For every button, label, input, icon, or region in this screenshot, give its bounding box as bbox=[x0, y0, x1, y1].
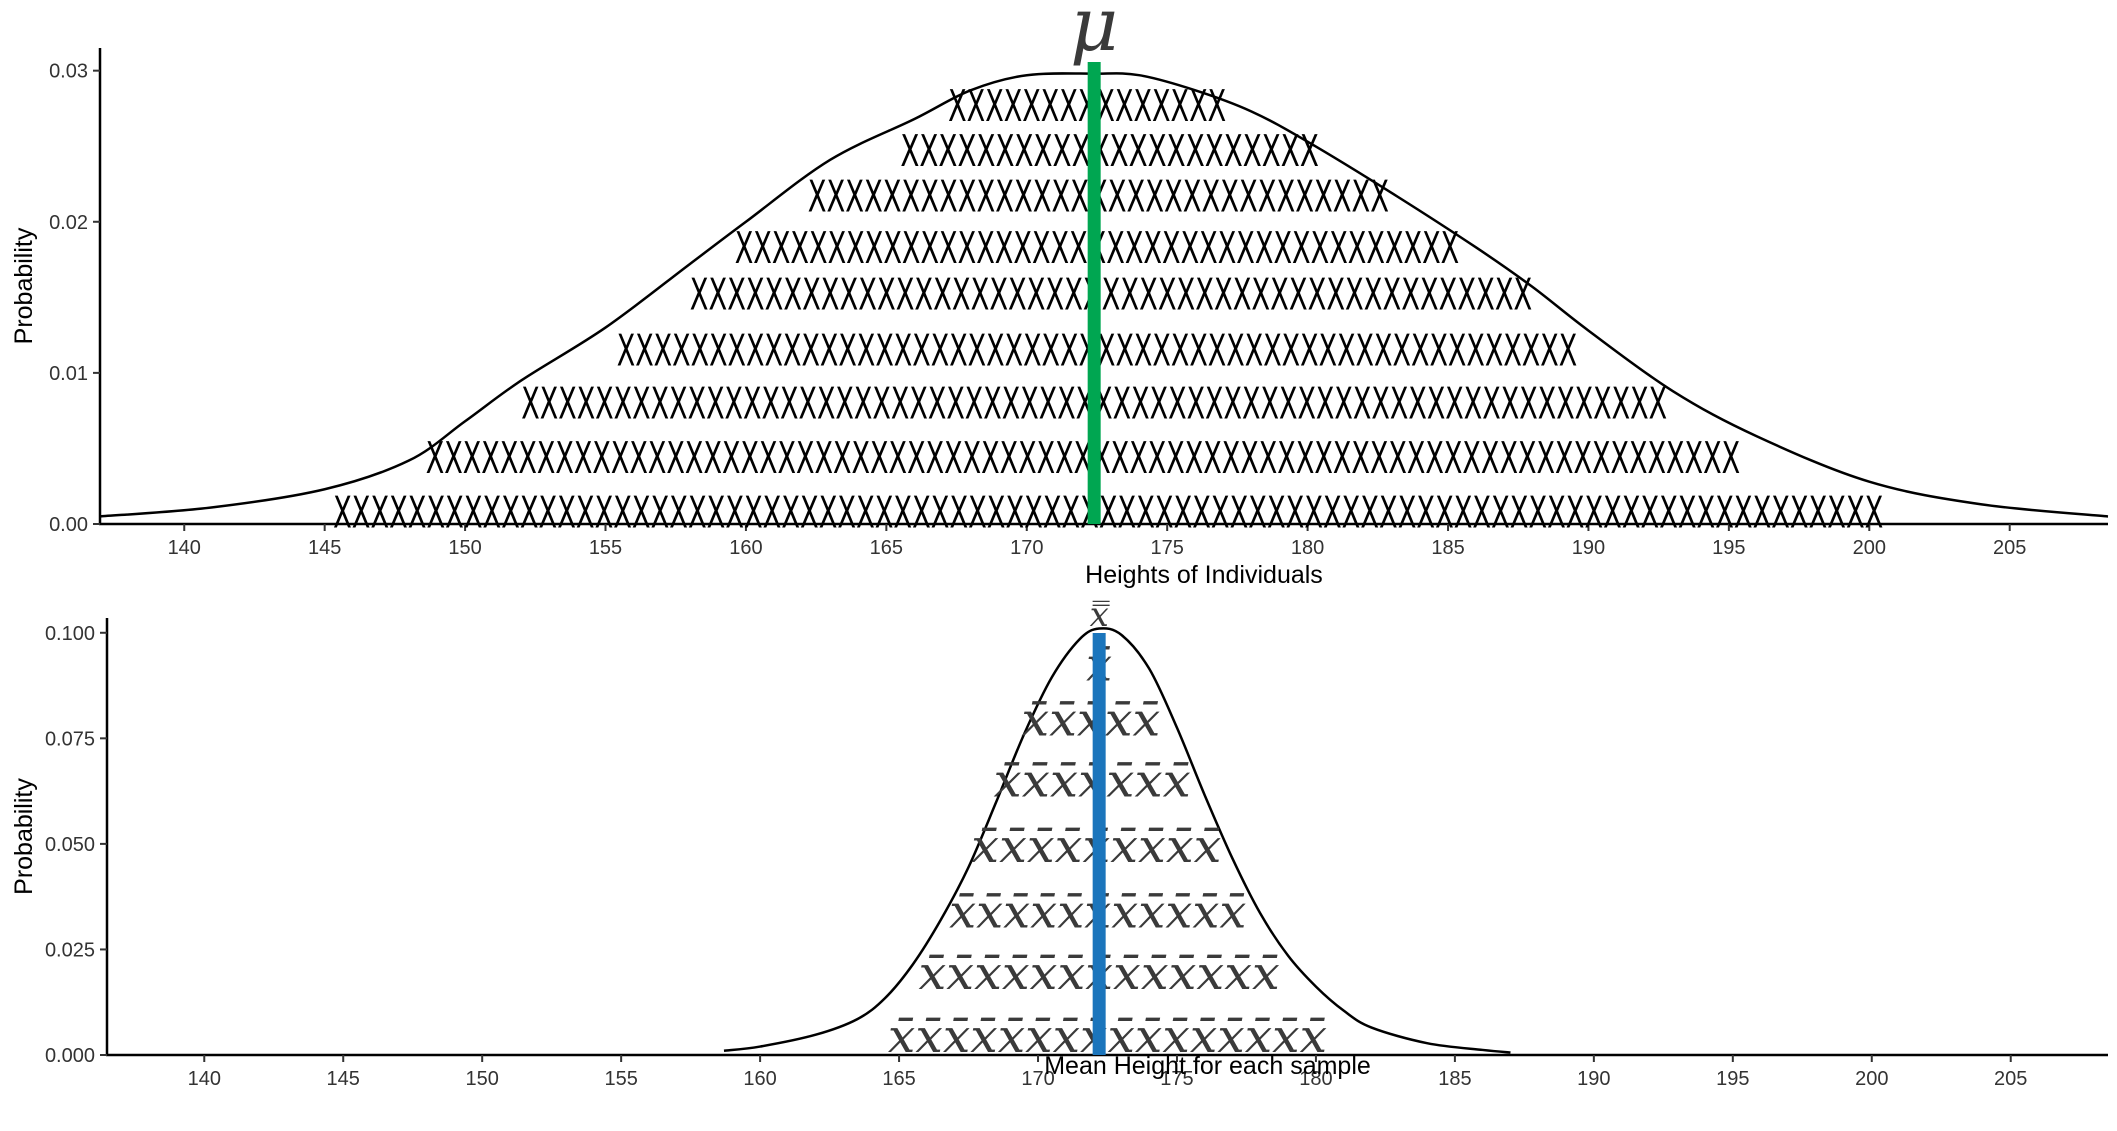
x-tick-label: 205 bbox=[1994, 1068, 2027, 1090]
y-axis-title: Probability bbox=[10, 778, 38, 895]
x-tick-label: 150 bbox=[448, 537, 481, 559]
x-tick-label: 200 bbox=[1853, 537, 1886, 559]
x-tick-label: 190 bbox=[1577, 1068, 1610, 1090]
x-tick-label: 155 bbox=[604, 1068, 637, 1090]
marker-row: XXXXXXXXXXXXXXXXXXXXXX bbox=[900, 126, 1318, 177]
y-tick-label: 0.03 bbox=[49, 61, 88, 83]
x-tick-label: 180 bbox=[1291, 537, 1324, 559]
x-tick-label: 195 bbox=[1716, 1068, 1749, 1090]
x-tick-label: 200 bbox=[1855, 1068, 1888, 1090]
y-axis-title: Probability bbox=[10, 227, 38, 344]
x-tick-label: 175 bbox=[1151, 537, 1184, 559]
x-tick-label: 170 bbox=[1010, 537, 1043, 559]
x-tick-label: 140 bbox=[168, 537, 201, 559]
x-tick-label: 160 bbox=[743, 1068, 776, 1090]
marker-row: XXXXXXXXXXXXXXXXXXXXXXXXXXXXXXXXXXXXXXXX… bbox=[690, 270, 1533, 321]
x-tick-label: 195 bbox=[1712, 537, 1745, 559]
y-tick-label: 0.025 bbox=[45, 939, 95, 961]
marker-row: x̄x̄x̄x̄x̄ bbox=[1021, 692, 1160, 746]
x-tick-label: 205 bbox=[1993, 537, 2026, 559]
y-tick-label: 0.050 bbox=[45, 834, 95, 856]
x-tick-label: 165 bbox=[882, 1068, 915, 1090]
top-panel-individual-heights: 0.00 0.01 0.02 0.03 140 145 150 155 160 165 170 175… bbox=[10, 0, 2109, 589]
x-tick-label: 155 bbox=[589, 537, 622, 559]
x-tick-label: 160 bbox=[729, 537, 762, 559]
mean-label: μ bbox=[1070, 0, 1118, 68]
x-tick-label: 145 bbox=[308, 537, 341, 559]
marker-row: x̄x̄x̄x̄x̄x̄x̄ bbox=[994, 754, 1191, 808]
y-tick-label: 0.075 bbox=[45, 728, 95, 750]
x-tick-label: 185 bbox=[1438, 1068, 1471, 1090]
y-tick-label: 0.01 bbox=[49, 363, 88, 385]
x-tick-label: 165 bbox=[870, 537, 903, 559]
bottom-panel-sample-means: 0.000 0.025 0.050 0.075 0.100 140 145 150 155 160… bbox=[10, 595, 2108, 1090]
x-tick-label: 180 bbox=[1299, 1068, 1332, 1090]
marker-row: XXXXXXXXXXXXXXXXXXXXXXXXXXXXXXXXXXXXXXXX… bbox=[426, 433, 1740, 484]
x-tick-label: 150 bbox=[466, 1068, 499, 1090]
mean-line bbox=[1087, 62, 1101, 524]
x-tick-label: 185 bbox=[1431, 537, 1464, 559]
y-tick-label: 0.000 bbox=[45, 1045, 95, 1067]
marker-row: x̄x̄x̄x̄x̄x̄x̄x̄x̄x̄x̄x̄x̄x̄x̄x̄ bbox=[888, 1009, 1327, 1063]
mean-label: x̿ bbox=[1090, 595, 1110, 635]
x-tick-label: 145 bbox=[327, 1068, 360, 1090]
x-axis-title: Mean Height for each sample bbox=[1044, 1052, 1371, 1080]
x-tick-label: 190 bbox=[1572, 537, 1605, 559]
x-axis-title: Heights of Individuals bbox=[1085, 561, 1323, 589]
mean-line bbox=[1092, 633, 1106, 1055]
density-curve bbox=[723, 627, 1511, 1054]
x-tick-label: 175 bbox=[1160, 1068, 1193, 1090]
marker-row: XXXXXXXXXXXXXXX bbox=[948, 81, 1226, 132]
y-tick-label: 0.00 bbox=[49, 514, 88, 536]
x-tick-label: 140 bbox=[188, 1068, 221, 1090]
marker-row: XXXXXXXXXXXXXXXXXXXXXXXXXXXXXXXXXXXXXXXX… bbox=[333, 487, 1883, 538]
x-tick-label: 170 bbox=[1021, 1068, 1054, 1090]
y-tick-label: 0.02 bbox=[49, 212, 88, 234]
y-tick-label: 0.100 bbox=[45, 623, 95, 645]
